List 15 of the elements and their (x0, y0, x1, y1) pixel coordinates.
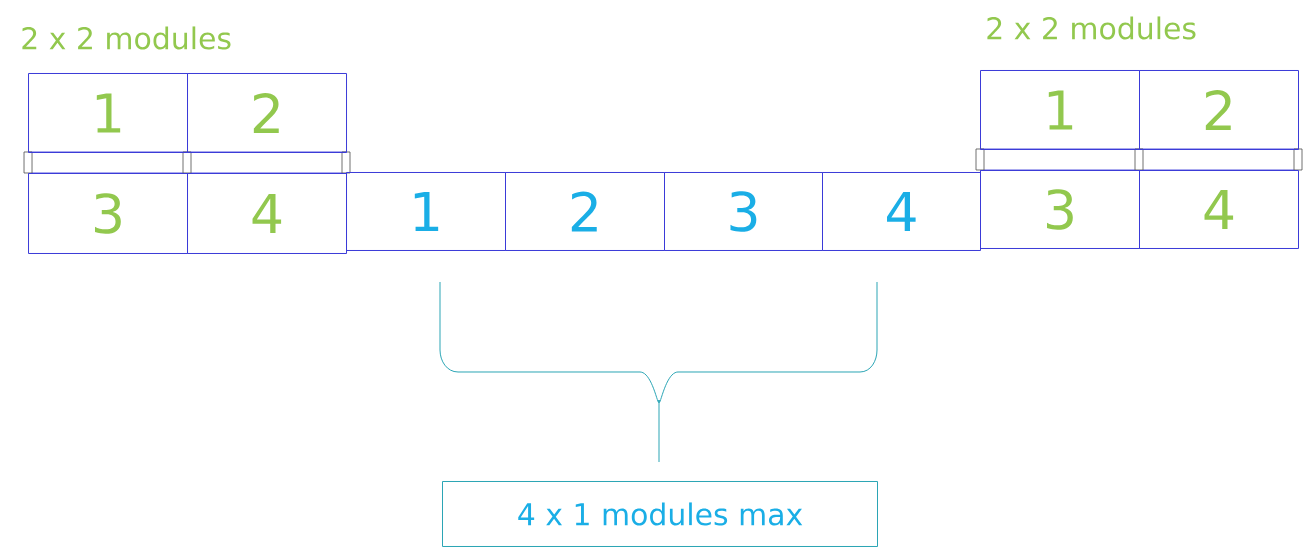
module-box: 1 (28, 73, 188, 153)
module-box: 2 (187, 73, 347, 153)
group-label: 2 x 2 modules (987, 16, 1196, 40)
caption-box: 4 x 1 modules max (442, 481, 878, 547)
module-box: 2 (505, 172, 665, 251)
group-label: 2 x 2 modules (22, 26, 231, 50)
module-box: 1 (980, 70, 1140, 150)
module-box: 4 (822, 172, 981, 251)
module-box: 2 (1139, 70, 1299, 150)
module-box: 4 (1139, 170, 1299, 249)
module-box: 4 (187, 173, 347, 254)
module-box: 1 (346, 172, 506, 251)
module-box: 3 (664, 172, 823, 251)
module-box: 3 (28, 173, 188, 254)
module-box: 3 (980, 170, 1140, 249)
